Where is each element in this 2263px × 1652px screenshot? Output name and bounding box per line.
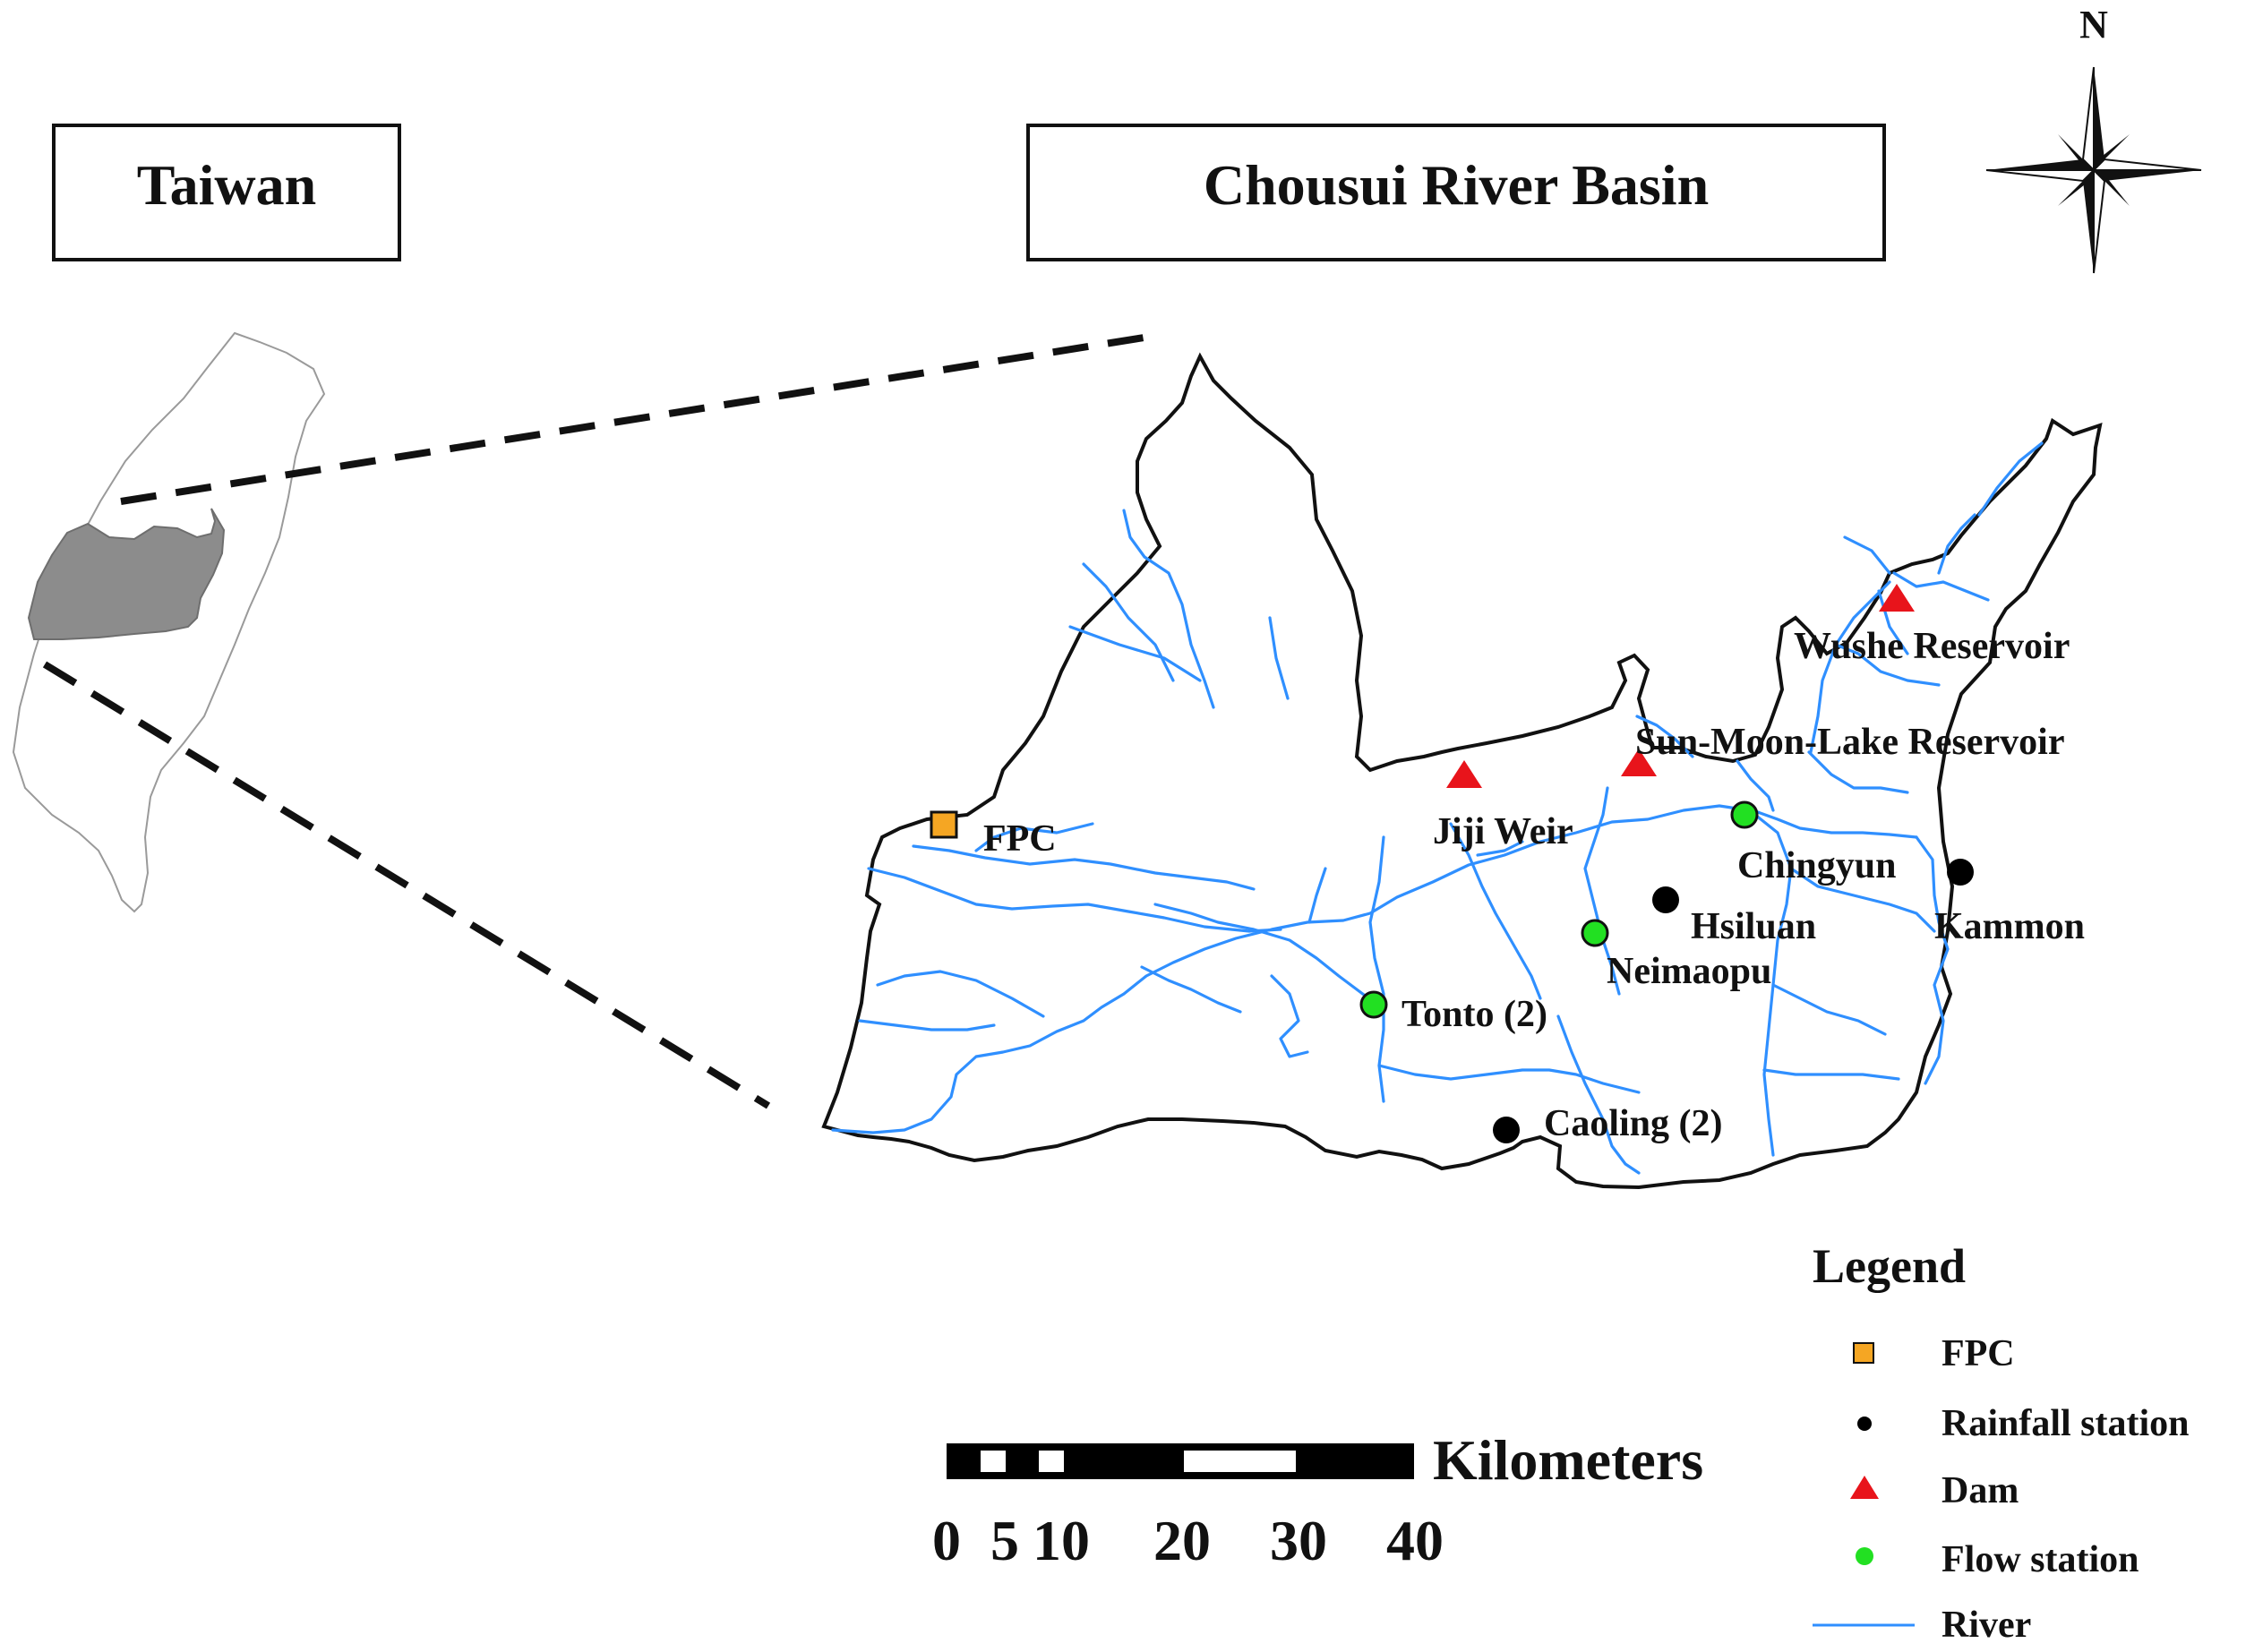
site-label-chingyun: Chingyun bbox=[1737, 845, 1896, 886]
legend-item-flow: Flow station bbox=[1856, 1539, 2139, 1580]
legend-label-rainfall: Rainfall station bbox=[1942, 1403, 2190, 1444]
legend-item-fpc: FPC bbox=[1853, 1333, 2015, 1374]
scale-tick-5: 5 bbox=[990, 1509, 1019, 1572]
legend-item-dam: Dam bbox=[1850, 1470, 2019, 1511]
zoom-lines bbox=[42, 332, 1156, 1109]
site-labels: FPC Jiji Weir Sun-Moon-Lake Reservoir Wu… bbox=[983, 626, 2085, 1144]
site-label-neimaopu: Neimaopu bbox=[1607, 951, 1771, 992]
legend-item-rainfall: Rainfall station bbox=[1857, 1403, 2190, 1444]
rainfall-marker-kammon bbox=[1947, 859, 1974, 886]
site-markers bbox=[930, 584, 1974, 1143]
legend-label-fpc: FPC bbox=[1942, 1333, 2015, 1374]
dam-marker-wushe bbox=[1879, 584, 1915, 612]
legend-item-river: River bbox=[1813, 1605, 2031, 1646]
dam-marker-sunmoon bbox=[1621, 749, 1657, 776]
scale-tick-30: 30 bbox=[1270, 1509, 1327, 1572]
site-label-wushe: Wushe Reservoir bbox=[1794, 626, 2070, 667]
scale-tick-0: 0 bbox=[932, 1509, 961, 1572]
flow-marker-tonto bbox=[1359, 990, 1388, 1019]
scale-bar: Kilometers 0 5 10 20 30 40 bbox=[932, 1428, 1703, 1572]
legend-dam-icon bbox=[1850, 1476, 1879, 1499]
site-label-hsiluan: Hsiluan bbox=[1691, 906, 1816, 947]
site-label-sunmoon: Sun-Moon-Lake Reservoir bbox=[1635, 722, 2064, 763]
flow-marker-neimaopu bbox=[1581, 919, 1609, 947]
flow-marker-chingyun bbox=[1730, 800, 1759, 829]
site-label-tonto: Tonto (2) bbox=[1402, 994, 1547, 1035]
scale-unit: Kilometers bbox=[1433, 1428, 1703, 1492]
north-arrow-icon: N bbox=[1985, 3, 2202, 274]
site-label-jiji: Jiji Weir bbox=[1433, 811, 1573, 852]
basin-title-box: Chousui River Basin bbox=[1026, 124, 1886, 261]
taiwan-title: Taiwan bbox=[137, 153, 316, 217]
taiwan-inset-map bbox=[12, 331, 326, 913]
basin-title: Chousui River Basin bbox=[1204, 153, 1709, 217]
legend-flow-icon bbox=[1856, 1547, 1873, 1565]
legend-label-dam: Dam bbox=[1942, 1470, 2019, 1511]
site-label-fpc: FPC bbox=[983, 818, 1057, 860]
dam-marker-jiji bbox=[1446, 760, 1482, 788]
legend-label-flow: Flow station bbox=[1942, 1539, 2139, 1580]
legend-title: Legend bbox=[1813, 1239, 1966, 1293]
legend-fpc-icon bbox=[1853, 1342, 1874, 1364]
legend-label-river: River bbox=[1942, 1605, 2031, 1646]
north-label: N bbox=[2079, 3, 2108, 47]
rainfall-marker-hsiluan bbox=[1652, 886, 1679, 913]
scale-tick-40: 40 bbox=[1386, 1509, 1444, 1572]
rainfall-marker-caoling bbox=[1493, 1117, 1520, 1143]
river-network bbox=[831, 441, 2044, 1175]
legend-rainfall-icon bbox=[1857, 1417, 1872, 1431]
scale-tick-20: 20 bbox=[1153, 1509, 1211, 1572]
site-label-kammon: Kammon bbox=[1934, 906, 2085, 947]
chousui-basin-highlight bbox=[27, 508, 226, 640]
taiwan-title-box: Taiwan bbox=[52, 124, 401, 261]
site-label-caoling: Caoling (2) bbox=[1544, 1103, 1723, 1144]
fpc-marker bbox=[930, 810, 958, 839]
scale-tick-10: 10 bbox=[1033, 1509, 1090, 1572]
legend: Legend FPC Rainfall station Dam Flow sta… bbox=[1813, 1239, 2190, 1646]
